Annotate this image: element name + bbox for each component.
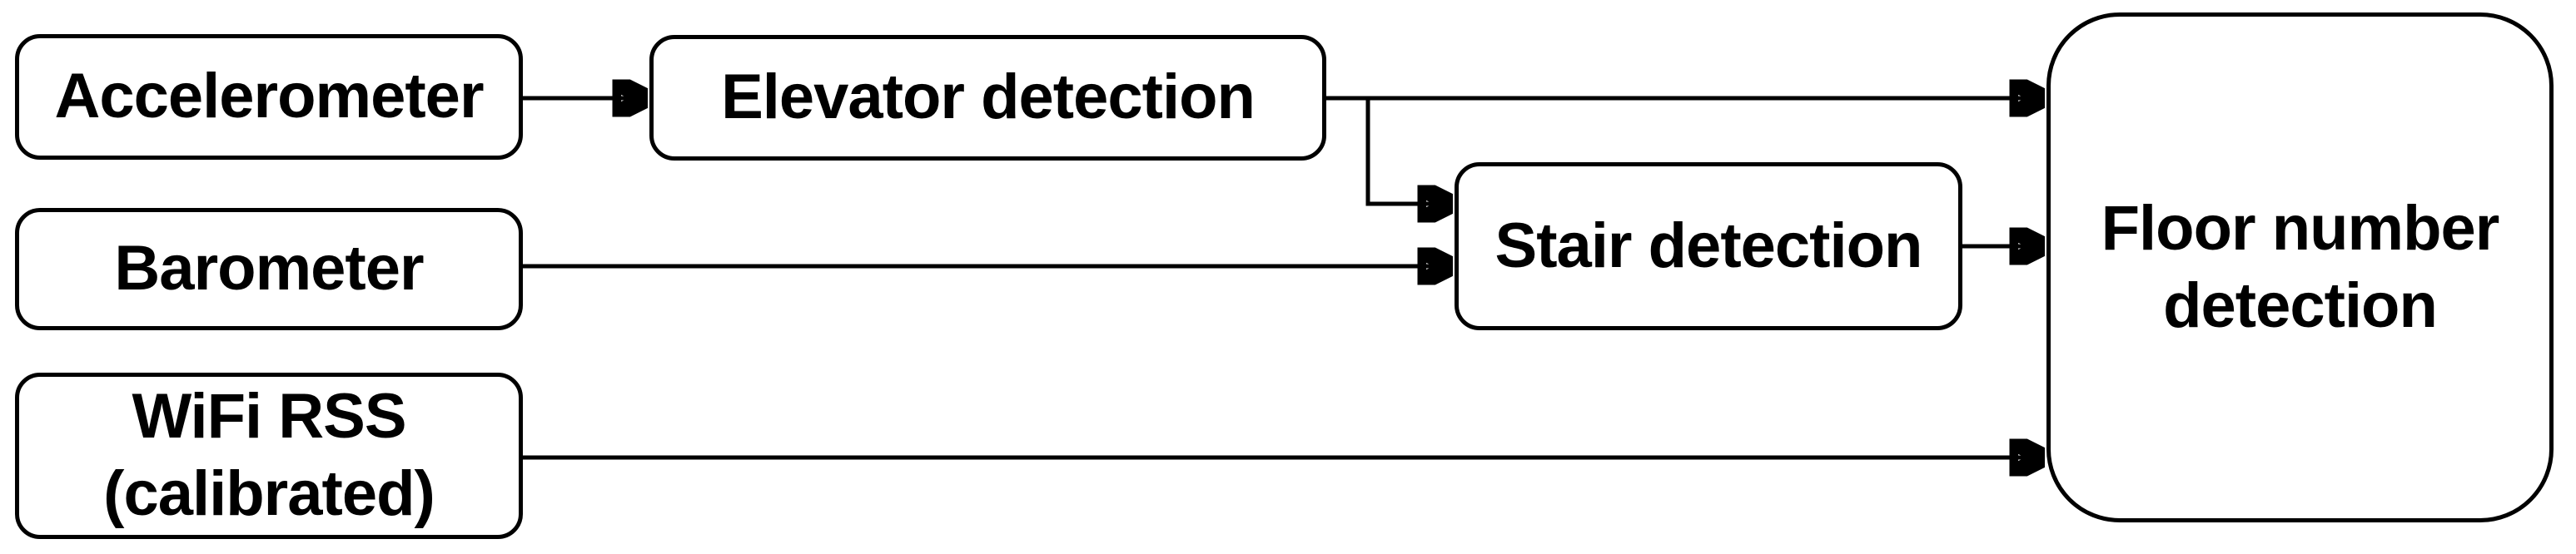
node-accelerometer: Accelerometer [15, 34, 523, 160]
node-elevator-detection: Elevator detection [649, 35, 1326, 161]
node-elevator-detection-label: Elevator detection [721, 62, 1256, 133]
node-wifi-rss: WiFi RSS (calibrated) [15, 373, 523, 539]
edge-elevator-detection-to-stair-detection [1365, 98, 1453, 204]
node-floor-number-detection: Floor number detection [2046, 12, 2554, 522]
node-floor-number-detection-label: Floor number detection [2101, 192, 2500, 341]
node-stair-detection-label: Stair detection [1494, 210, 1923, 281]
node-accelerometer-label: Accelerometer [54, 61, 484, 132]
node-wifi-rss-label: WiFi RSS (calibrated) [103, 381, 435, 529]
node-barometer-label: Barometer [114, 233, 424, 304]
node-barometer: Barometer [15, 208, 523, 330]
node-stair-detection: Stair detection [1455, 162, 1962, 330]
